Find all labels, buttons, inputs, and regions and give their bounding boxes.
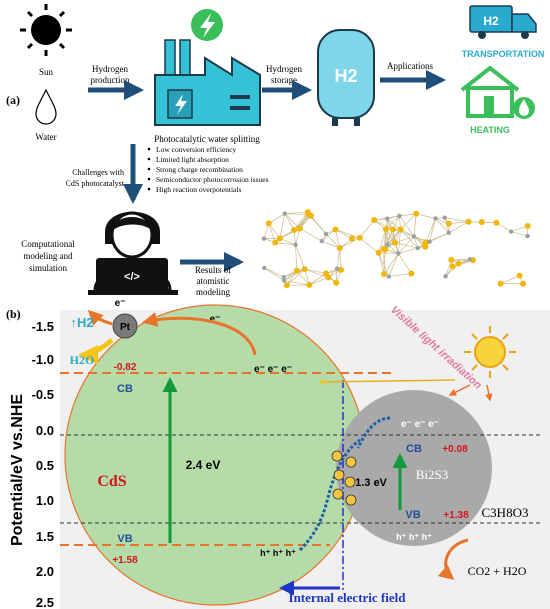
y-tick: 0.0 <box>36 423 54 438</box>
panel-b: (b) Potential/eV vs.NHE -1.5 -1.0 -0.5 0… <box>6 298 550 609</box>
sun-icon <box>20 4 72 56</box>
transfer-electron: e⁻ <box>210 314 221 325</box>
electron-to-pt-arrow <box>142 312 257 356</box>
y-tick: 1.0 <box>36 493 54 508</box>
glycerol-label: C3H8O3 <box>482 505 529 520</box>
y-tick: 0.5 <box>36 458 54 473</box>
sun-label: Sun <box>39 67 54 77</box>
heating-label: HEATING <box>470 125 510 135</box>
challenge-item: High reaction overpotentials <box>156 185 241 194</box>
water-drop-icon <box>35 88 57 125</box>
results-line1: Results of <box>195 265 231 275</box>
cds-cb-value: -0.82 <box>114 362 137 373</box>
pt-label: Pt <box>120 322 131 333</box>
computational-line3: simulation <box>29 263 67 273</box>
atomistic-structure-image <box>261 209 531 289</box>
y-tick: 1.5 <box>36 529 54 544</box>
cds-electrons: e⁻ e⁻ e⁻ <box>254 364 292 375</box>
computational-line2: modeling and <box>23 251 73 261</box>
lightning-badge-icon <box>191 9 223 41</box>
factory-caption: Photocatalytic water splitting <box>154 134 260 144</box>
challenge-list: Low conversion efficiency Limited light … <box>147 145 269 194</box>
y-tick: -1.0 <box>32 352 54 367</box>
house-icon <box>460 65 520 118</box>
challenges-line1: Challenges with <box>72 168 124 177</box>
light-ray-2 <box>448 384 471 396</box>
cds-particle <box>64 304 366 606</box>
h2o-label: H2O <box>70 353 95 367</box>
computational-line1: Computational <box>21 239 75 249</box>
y-tick: -0.5 <box>32 387 54 402</box>
h2-label: ↑H2 <box>70 315 93 330</box>
challenge-item: Low conversion efficiency <box>156 145 236 154</box>
hydrogen-storage-line2: storage <box>271 75 297 85</box>
code-symbol: </> <box>124 271 140 283</box>
interface-charges <box>331 450 357 506</box>
hydrogen-production-line1: Hydrogen <box>92 64 128 74</box>
truck-label: H2 <box>483 14 499 28</box>
electron-transfer-curve <box>356 416 391 449</box>
pt-electron: e⁻ <box>115 298 126 309</box>
results-line3: modeling <box>196 287 230 297</box>
panel-a: (a) Sun Water Hydrogen production <box>6 4 544 297</box>
cds-vb-label: VB <box>117 533 132 545</box>
bi-vb-label: VB <box>405 509 420 521</box>
oxidation-arrow <box>437 538 469 580</box>
bi-gap-label: 1.3 eV <box>355 477 387 489</box>
cds-vb-value: +1.58 <box>112 555 138 566</box>
band-bending-curve <box>298 438 361 552</box>
results-line2: atomistic <box>197 276 230 286</box>
y-axis-label: Potential/eV vs.NHE <box>9 394 26 546</box>
cds-holes: h⁺ h⁺ h⁺ <box>260 548 296 558</box>
sun-light-icon <box>464 326 516 378</box>
y-tick: -1.5 <box>32 319 54 334</box>
hydrogen-production-line2: production <box>91 75 130 85</box>
truck-icon <box>469 5 537 39</box>
factory-icon <box>154 39 261 126</box>
bi2s3-particle <box>336 390 492 546</box>
bi-name: Bi2S3 <box>416 467 449 482</box>
hydrogen-tank-icon <box>317 29 375 126</box>
panel-a-label: (a) <box>6 93 20 107</box>
y-ticks: -1.5 -1.0 -0.5 0.0 0.5 1.0 1.5 2.0 2.5 <box>32 319 54 609</box>
bi-cb-label: CB <box>406 443 422 455</box>
cds-cb-label: CB <box>117 383 133 395</box>
flame-icon <box>513 97 535 119</box>
challenge-item: Limited light absorption <box>156 155 229 164</box>
applications-label: Applications <box>387 61 433 71</box>
internal-field-label: Internal electric field <box>289 590 407 605</box>
transportation-label: TRANSPORTATION <box>462 49 545 59</box>
bi-vb-value: +1.38 <box>443 510 469 521</box>
h2-arrow <box>87 309 113 326</box>
panel-b-label: (b) <box>6 307 21 321</box>
y-tick: 2.0 <box>36 564 54 579</box>
challenge-item: Semiconductor photocorrosion issues <box>156 175 269 184</box>
h2o-arrow <box>78 338 114 365</box>
cds-gap-label: 2.4 eV <box>186 458 221 472</box>
challenges-line2: CdS photocatalyst <box>66 179 125 188</box>
y-tick: 2.5 <box>36 595 54 609</box>
challenge-item: Strong charge recombination <box>156 165 243 174</box>
cds-name: CdS <box>97 473 126 490</box>
person-computer-icon <box>88 211 178 295</box>
hydrogen-storage-line1: Hydrogen <box>266 64 302 74</box>
water-label: Water <box>35 132 56 142</box>
bi-electrons: e⁻ e⁻ e⁻ <box>401 419 439 430</box>
light-ray-3 <box>485 384 493 402</box>
light-ray-1 <box>318 378 456 385</box>
products-label: CO2 + H2O <box>468 564 527 578</box>
bi-cb-value: +0.08 <box>442 444 468 455</box>
pt-particle <box>112 313 138 339</box>
tank-label: H2 <box>334 66 357 86</box>
bi-holes: h⁺ h⁺ h⁺ <box>396 532 432 542</box>
